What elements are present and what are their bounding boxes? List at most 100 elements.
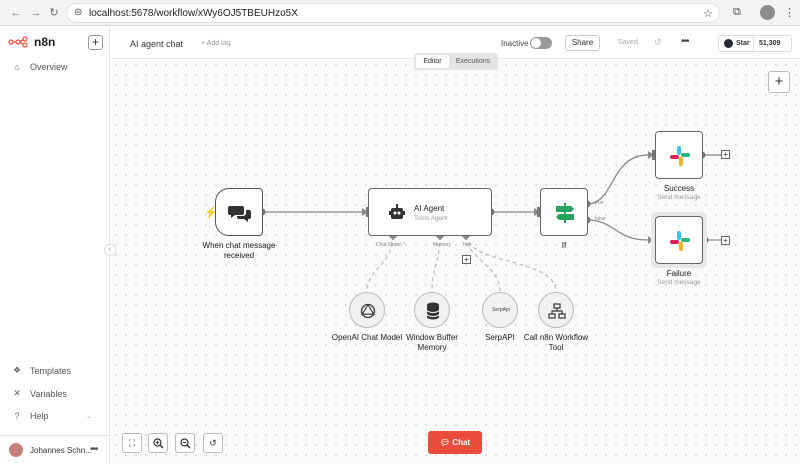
workflow-menu-icon[interactable]: •••: [681, 36, 689, 47]
add-node-button[interactable]: +: [768, 71, 790, 93]
connection-workflow-tool: [465, 235, 557, 293]
site-info-icon[interactable]: ⊜: [74, 7, 83, 18]
node-if[interactable]: [540, 188, 588, 236]
user-menu[interactable]: Johannes Schn... •••: [0, 435, 110, 464]
serpapi-label: SerpAPI: [485, 333, 515, 342]
forward-arrow-icon[interactable]: →: [30, 7, 42, 19]
port-label-true: true: [595, 200, 604, 206]
port-label-chat-model: Chat Model *: [376, 242, 405, 248]
sidebar-item-label: Templates: [30, 365, 72, 376]
success-add-node-button[interactable]: +: [721, 150, 730, 159]
openai-label: OpenAI Chat Model: [331, 333, 403, 342]
port-label-memory: Memory: [433, 242, 452, 248]
history-icon[interactable]: ↺: [654, 37, 662, 47]
zoom-out-button[interactable]: [175, 433, 195, 453]
node-serpapi[interactable]: SerpApi: [482, 292, 518, 328]
port-label-tool: Tool: [462, 242, 472, 248]
github-star-label: Star: [736, 40, 750, 47]
chat-bubble-icon: 💬︎: [439, 438, 451, 447]
connection-arrow: [362, 208, 368, 216]
logo-text: n8n: [34, 35, 56, 49]
connection-memory: [431, 235, 441, 293]
chat-bubbles-icon: [228, 206, 251, 222]
active-status-label: Inactive: [501, 39, 529, 48]
back-arrow-icon[interactable]: ←: [10, 7, 22, 19]
zoom-in-button[interactable]: [148, 433, 168, 453]
memory-label: Window Buffer Memory: [406, 333, 458, 352]
fit-view-button[interactable]: ⛶: [122, 433, 142, 453]
if-label: If: [561, 241, 567, 250]
success-subtitle: Send message: [657, 194, 701, 201]
github-icon: [724, 39, 733, 48]
extensions-icon[interactable]: ⧉: [733, 6, 741, 18]
zoom-in-icon: [153, 438, 164, 449]
workflow-title[interactable]: AI agent chat: [130, 39, 184, 49]
trigger-bolt-icon: ⚡: [204, 207, 218, 219]
node-success[interactable]: [655, 131, 703, 179]
reload-icon[interactable]: ↻: [49, 7, 59, 19]
agent-subtitle: Tools Agent: [414, 215, 448, 222]
chevron-down-icon: ⌄: [86, 413, 92, 420]
sidebar-item-label: Help: [30, 411, 49, 421]
tab-executions[interactable]: Executions: [455, 58, 491, 65]
user-name: Johannes Schn...: [30, 446, 92, 455]
openai-icon: [360, 303, 376, 319]
database-icon: [426, 302, 440, 320]
browser-toolbar: ← → ↻ ⊜ localhost:5678/workflow/xWy6OJ5T…: [0, 0, 800, 26]
sitemap-icon: [548, 303, 566, 319]
add-tag-link[interactable]: + Add tag: [201, 40, 231, 47]
connection-arrow: [648, 151, 654, 159]
browser-menu-icon[interactable]: ⋮: [784, 7, 795, 19]
tab-editor[interactable]: Editor: [416, 55, 449, 68]
reset-zoom-button[interactable]: ↺: [203, 433, 223, 453]
chat-button-label: Chat: [452, 438, 471, 447]
trigger-label: When chat message received: [202, 241, 276, 260]
address-bar[interactable]: ⊜ localhost:5678/workflow/xWy6OJ5TBEUHzo…: [66, 3, 720, 23]
node-chat-trigger[interactable]: [215, 188, 263, 236]
signpost-icon: [556, 203, 574, 223]
add-tool-button[interactable]: +: [462, 255, 471, 264]
github-star-count: 51,309: [759, 40, 781, 47]
node-failure[interactable]: [655, 216, 703, 264]
node-openai-chat-model[interactable]: [349, 292, 385, 328]
workflow-canvas[interactable]: [111, 60, 800, 464]
connection-if-failure: [586, 219, 649, 241]
agent-title: AI Agent: [414, 204, 445, 213]
sidebar-item-overview[interactable]: ⌂ Overview: [12, 62, 68, 72]
add-workflow-button[interactable]: +: [88, 35, 103, 50]
chat-button[interactable]: 💬︎ Chat: [428, 431, 482, 454]
help-icon: ?: [14, 411, 20, 421]
share-button[interactable]: Share: [565, 35, 600, 51]
node-ai-agent[interactable]: AI Agent Tools Agent: [368, 188, 492, 236]
collapse-sidebar-button[interactable]: ‹: [104, 244, 116, 256]
bookmark-star-icon[interactable]: ☆: [703, 8, 713, 20]
sidebar-item-help[interactable]: ? Help ⌄: [12, 411, 91, 421]
input-port: [537, 207, 541, 217]
serpapi-icon-text: SerpApi: [492, 307, 510, 313]
slack-icon: [670, 146, 690, 166]
templates-icon: ❖: [12, 365, 22, 375]
input-port: [652, 150, 656, 160]
node-call-workflow-tool[interactable]: [538, 292, 574, 328]
connection-chat-model: [366, 235, 394, 293]
workflow-tool-label: Call n8n Workflow Tool: [523, 333, 589, 352]
saved-status: Saved: [618, 39, 638, 46]
robot-icon: [389, 204, 405, 219]
active-toggle[interactable]: [530, 37, 552, 49]
sidebar-item-label: Overview: [30, 62, 68, 72]
zoom-out-icon: [180, 438, 191, 449]
profile-avatar[interactable]: [760, 5, 775, 20]
sidebar-item-variables[interactable]: ✕ Variables: [12, 388, 67, 399]
home-icon: ⌂: [14, 62, 20, 72]
port-label-false: false: [595, 216, 606, 222]
view-tabs: Editor Executions: [414, 53, 498, 70]
node-window-buffer-memory[interactable]: [414, 292, 450, 328]
github-star-button[interactable]: Star 51,309: [718, 35, 792, 52]
connection-if-success: [586, 154, 649, 205]
sidebar-item-templates[interactable]: ❖ Templates: [12, 365, 71, 376]
failure-label: Failure: [666, 269, 692, 278]
avatar: [9, 443, 23, 457]
failure-add-node-button[interactable]: +: [721, 236, 730, 245]
more-dots-icon[interactable]: •••: [90, 444, 98, 455]
sidebar-item-label: Variables: [30, 388, 67, 399]
